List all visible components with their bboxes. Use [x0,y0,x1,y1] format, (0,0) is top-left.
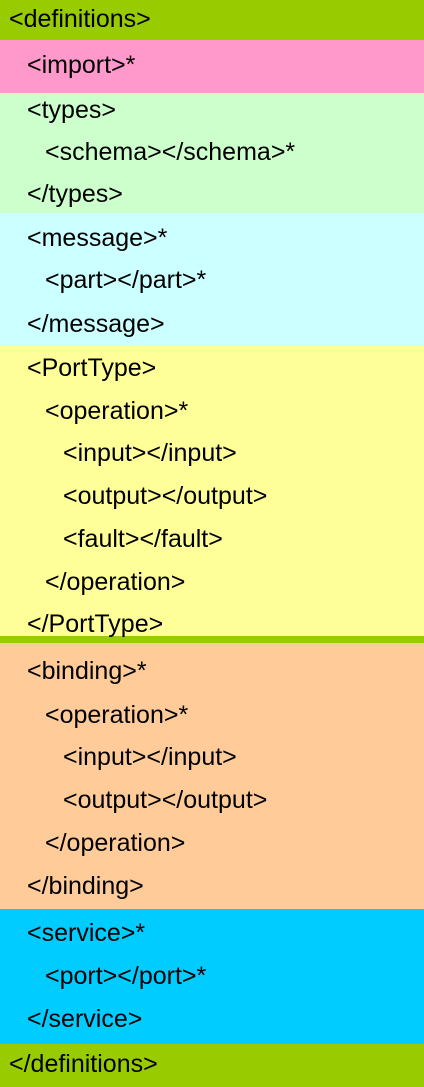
binding-close-tag: </binding> [27,872,144,900]
binding-output-tag: <output></output> [63,786,268,814]
types-open-tag: <types> [27,96,116,124]
definitions-close-tag: </definitions> [9,1050,158,1078]
service-close-tag: </service> [27,1005,143,1033]
service-open-tag: <service>* [27,919,146,947]
band-service [0,909,424,1044]
porttype-fault-tag: <fault></fault> [63,525,223,553]
porttype-open-tag: <PortType> [27,354,157,382]
port-tag: <port></port>* [45,962,207,990]
schema-tag: <schema></schema>* [45,138,296,166]
band-definitions-close [0,1044,424,1087]
definitions-open-tag: <definitions> [9,5,151,33]
binding-open-tag: <binding>* [27,657,147,685]
band-types [0,93,424,213]
porttype-output-tag: <output></output> [63,482,268,510]
import-tag: <import>* [27,51,136,79]
message-close-tag: </message> [27,310,165,338]
porttype-close-tag: </PortType> [27,610,164,638]
band-import [0,40,424,93]
band-definitions-open [0,0,424,40]
band-binding [0,643,424,909]
porttype-operation-close-tag: </operation> [45,568,186,596]
band-message [0,213,424,346]
binding-operation-close-tag: </operation> [45,829,186,857]
band-separator [0,636,424,643]
types-close-tag: </types> [27,180,123,208]
band-porttype [0,346,424,636]
part-tag: <part></part>* [45,266,207,294]
message-open-tag: <message>* [27,224,168,252]
binding-input-tag: <input></input> [63,743,237,771]
porttype-input-tag: <input></input> [63,439,237,467]
porttype-operation-open-tag: <operation>* [45,397,189,425]
binding-operation-open-tag: <operation>* [45,701,189,729]
